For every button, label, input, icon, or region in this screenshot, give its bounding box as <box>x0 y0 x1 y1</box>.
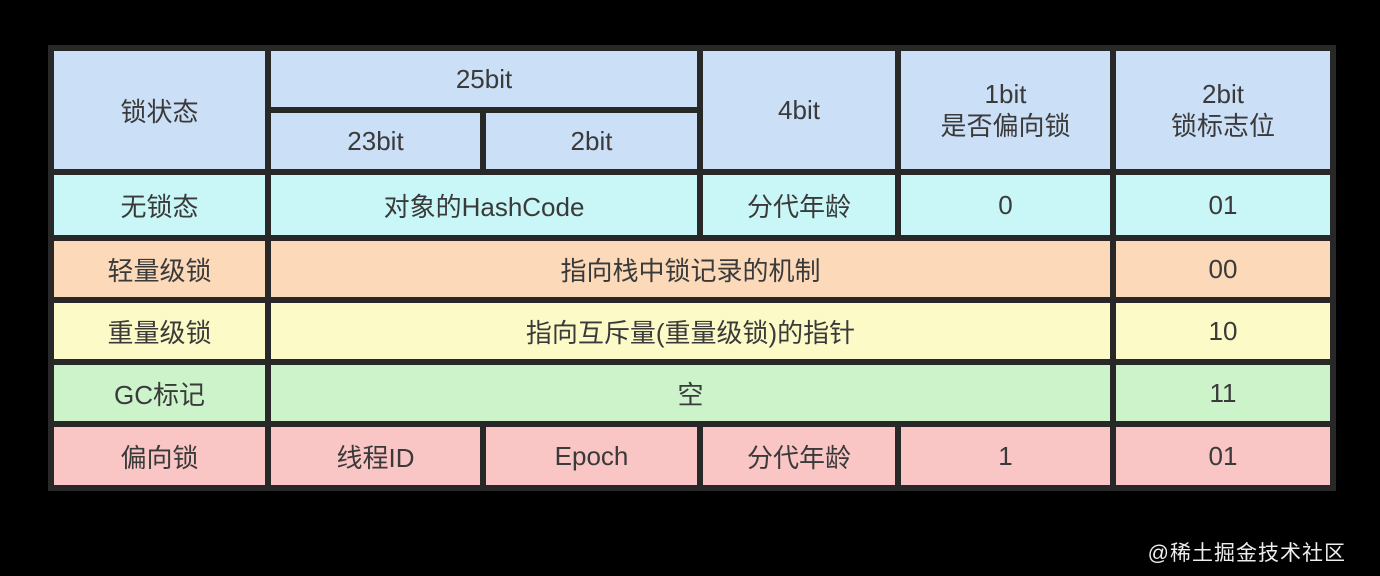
biased-biased-bit: 1 <box>895 421 1117 491</box>
no-lock-age: 分代年龄 <box>697 169 902 241</box>
header-2bit: 2bit <box>479 107 704 175</box>
header-row-top: 锁状态 25bit 4bit 1bit 是否偏向锁 2bit 锁标志位 <box>48 45 1337 175</box>
header-23bit: 23bit <box>265 107 486 175</box>
header-2bit-flag: 2bit 锁标志位 <box>1110 45 1337 175</box>
gc-mark-label: GC标记 <box>48 359 271 427</box>
header-1bit-label: 1bit <box>984 78 1027 109</box>
no-lock-flag-bits: 01 <box>1110 169 1337 241</box>
no-lock-label: 无锁态 <box>48 169 271 241</box>
lightweight-flag-bits: 00 <box>1110 235 1337 303</box>
heavyweight-content: 指向互斥量(重量级锁)的指针 <box>264 297 1117 365</box>
header-flag-sublabel: 锁标志位 <box>1171 111 1276 141</box>
biased-age: 分代年龄 <box>697 421 902 491</box>
row-biased-lock: 偏向锁 线程ID Epoch 分代年龄 1 01 <box>48 421 1337 491</box>
lightweight-content: 指向栈中锁记录的机制 <box>264 235 1117 303</box>
header-1bit-biased: 1bit 是否偏向锁 <box>895 45 1117 175</box>
biased-thread-id: 线程ID <box>265 421 486 491</box>
gc-mark-flag-bits: 11 <box>1110 359 1337 427</box>
heavyweight-flag-bits: 10 <box>1110 297 1337 365</box>
header-row-bottom: 23bit 2bit <box>51 107 1333 175</box>
header-4bit: 4bit <box>697 45 902 175</box>
header-lock-state: 锁状态 <box>48 45 271 175</box>
lightweight-label: 轻量级锁 <box>48 235 271 303</box>
mark-word-table: 锁状态 25bit 4bit 1bit 是否偏向锁 2bit 锁标志位 23bi… <box>48 45 1337 491</box>
header-1bit-sublabel: 是否偏向锁 <box>940 111 1071 141</box>
no-lock-biased-bit: 0 <box>895 169 1117 241</box>
biased-flag-bits: 01 <box>1110 421 1337 491</box>
header-25bit: 25bit <box>264 45 704 113</box>
biased-epoch: Epoch <box>479 421 704 491</box>
header-flag-label: 2bit <box>1202 78 1244 109</box>
row-lightweight-lock: 轻量级锁 指向栈中锁记录的机制 00 <box>48 235 1337 303</box>
no-lock-hashcode: 对象的HashCode <box>264 169 704 241</box>
watermark: @稀土掘金技术社区 <box>1147 542 1346 565</box>
gc-mark-content: 空 <box>264 359 1117 427</box>
biased-label: 偏向锁 <box>48 421 271 491</box>
row-no-lock: 无锁态 对象的HashCode 分代年龄 0 01 <box>48 169 1337 241</box>
row-gc-mark: GC标记 空 11 <box>48 359 1337 427</box>
row-heavyweight-lock: 重量级锁 指向互斥量(重量级锁)的指针 10 <box>48 297 1337 365</box>
heavyweight-label: 重量级锁 <box>48 297 271 365</box>
